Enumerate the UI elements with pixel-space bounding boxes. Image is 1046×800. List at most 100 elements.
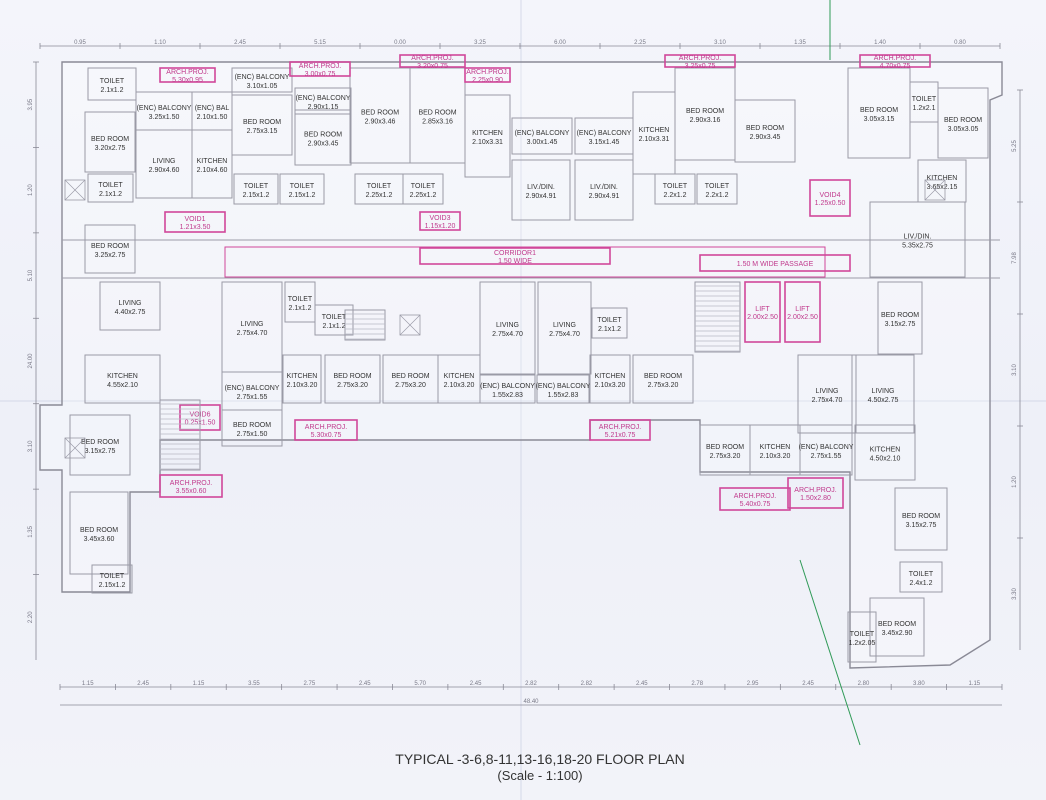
room: LIV./DIN.5.35x2.75 <box>869 201 966 278</box>
room-name: (ENC) BALCONY <box>480 383 535 390</box>
marking-boundary <box>809 179 851 217</box>
drawing-scale: (Scale - 1:100) <box>497 768 583 783</box>
marking-size: 3.25x0.75 <box>685 63 716 70</box>
room-boundary <box>324 354 381 404</box>
room-size: 2.90x4.91 <box>589 193 620 200</box>
marking-boundary <box>719 487 791 511</box>
marking-boundary <box>744 281 781 343</box>
room-size: 2.15x1.2 <box>243 192 270 199</box>
room-size: 3.05x3.15 <box>864 116 895 123</box>
room-size: 2.10x1.50 <box>197 114 228 121</box>
dimension-value: 3.30 <box>1012 588 1018 600</box>
room-name: LIV./DIN. <box>527 184 555 191</box>
room-size: 3.25x2.75 <box>95 252 126 259</box>
marking-name: CORRIDOR1 <box>494 250 536 257</box>
room-boundary <box>511 117 573 155</box>
room-boundary <box>84 354 161 404</box>
room-name: TOILET <box>98 182 123 189</box>
room-size: 3.15x2.75 <box>906 522 937 529</box>
plan-marking: ARCH.PROJ.5.40x0.75 <box>719 487 791 511</box>
room-name: KITCHEN <box>197 158 228 165</box>
room-size: 2.10x3.20 <box>595 382 626 389</box>
dimension-value: 1.40 <box>874 40 886 46</box>
dimension-value: 3.10 <box>28 440 34 452</box>
room-name: BED ROOM <box>746 125 784 132</box>
dimension-value: 2.75 <box>304 681 316 687</box>
room-size: 2.75x3.20 <box>395 382 426 389</box>
dimension-value: 3.80 <box>913 681 925 687</box>
dimension-value: 7.98 <box>1012 252 1018 264</box>
room-size: 2.75x1.55 <box>811 453 842 460</box>
room-name: LIVING <box>241 321 264 328</box>
room-size: 3.00x1.45 <box>527 139 558 146</box>
room-size: 4.55x2.10 <box>107 382 138 389</box>
room-name: LIVING <box>153 158 176 165</box>
marking-name: VOID4 <box>819 192 840 199</box>
dimension-value: 2.45 <box>636 681 648 687</box>
room-size: 2.90x1.15 <box>308 104 339 111</box>
dimension-value: 2.25 <box>634 40 646 46</box>
room-name: TOILET <box>597 317 622 324</box>
room-size: 2.10x4.60 <box>197 167 228 174</box>
marking-size: 5.21x0.75 <box>605 432 636 439</box>
dimension-value: 3.25 <box>474 40 486 46</box>
marking-name: VOID1 <box>184 216 205 223</box>
marking-name: ARCH.PROJ. <box>299 63 341 70</box>
room-layer: TOILET 2.1x1.2 (ENC) BALCONY 3.25x1.50 (ENC)… <box>69 67 989 663</box>
dimension-value: 2.45 <box>470 681 482 687</box>
room-name: (ENC) BALCONY <box>296 95 351 102</box>
room-name: LIVING <box>816 388 839 395</box>
room-size: 2.75x4.70 <box>492 331 523 338</box>
room-size: 3.25x1.50 <box>149 114 180 121</box>
room-size: 2.90x3.16 <box>690 117 721 124</box>
plan-marking: ARCH.PROJ.5.30x0.75 <box>294 419 358 441</box>
marking-size: 4.70x0.75 <box>880 63 911 70</box>
room-size: 4.50x2.75 <box>868 397 899 404</box>
room-name: TOILET <box>912 96 937 103</box>
room-size: 4.50x2.10 <box>870 456 901 463</box>
room-name: KITCHEN <box>444 373 475 380</box>
room-name: TOILET <box>100 78 125 85</box>
room-boundary <box>191 129 233 199</box>
marking-name: ARCH.PROJ. <box>305 424 347 431</box>
dimension-value: 2.45 <box>137 681 149 687</box>
plan-marking: ARCH.PROJ.3.00x0.75 <box>289 61 351 78</box>
room-size: 1.55x2.83 <box>492 392 523 399</box>
room-size: 2.75x4.70 <box>812 397 843 404</box>
room: (ENC) BALCONY 1.55x2.83 <box>479 374 536 404</box>
marking-size: 5.40x0.75 <box>740 501 771 508</box>
marking-size: 3.55x0.60 <box>176 488 207 495</box>
room-size: 1.55x2.83 <box>548 392 579 399</box>
room-size: 2.25x1.2 <box>410 192 437 199</box>
room-boundary <box>464 94 511 178</box>
marking-boundary <box>289 61 351 77</box>
room-size: 2.2x1.2 <box>664 192 687 199</box>
marking-size: 5.30x0.75 <box>311 432 342 439</box>
dimension-value: 2.45 <box>359 681 371 687</box>
room-size: 2.1x1.2 <box>323 323 346 330</box>
room-name: TOILET <box>322 314 347 321</box>
dimension-value: 1.15 <box>82 681 94 687</box>
room-name: LIV./DIN. <box>590 184 618 191</box>
room-size: 3.15x2.75 <box>885 321 916 328</box>
plan-marking: ARCH.PROJ.4.70x0.75 <box>859 54 931 70</box>
room-name: (ENC) BALCONY <box>577 130 632 137</box>
room-name: KITCHEN <box>639 127 670 134</box>
